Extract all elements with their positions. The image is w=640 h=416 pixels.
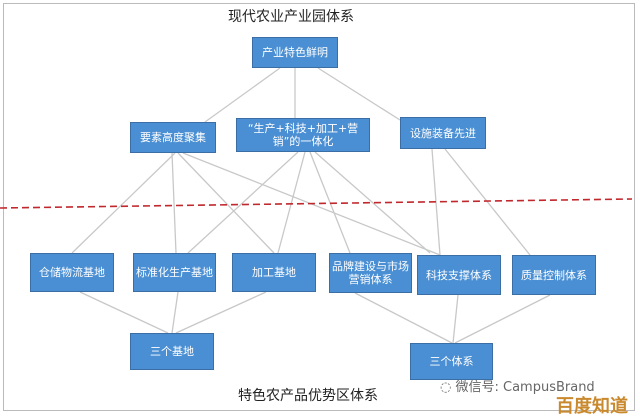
top-title: 现代农业产业园体系 <box>228 9 354 25</box>
node-g2: 三个体系 <box>410 343 493 380</box>
edge <box>187 151 299 254</box>
edge <box>79 291 169 334</box>
edge <box>317 67 401 121</box>
divider-dashed-line <box>0 198 633 209</box>
edge <box>314 151 431 254</box>
node-root: 产业特色鲜明 <box>252 37 338 68</box>
edge <box>354 292 453 344</box>
wechat-watermark: ◌ 微信号: CampusBrand <box>440 376 595 395</box>
node-b1: 仓储物流基地 <box>30 253 114 292</box>
edge <box>277 151 306 254</box>
edge <box>171 291 179 334</box>
edge <box>309 151 351 254</box>
edge <box>204 67 281 123</box>
baidu-watermark: 百度知道 <box>556 396 628 416</box>
edge <box>452 294 459 344</box>
node-b4: 品牌建设与市场营销体系 <box>329 253 412 293</box>
node-b5: 科技支撑体系 <box>417 255 501 295</box>
node-b3: 加工基地 <box>232 253 316 292</box>
edge <box>175 291 267 334</box>
node-b2: 标准化生产基地 <box>133 253 216 292</box>
node-mid-right: 设施装备先进 <box>400 117 486 149</box>
node-mid-center: “生产+科技+加工+营销”的一体化 <box>236 118 370 152</box>
node-g1: 三个基地 <box>130 333 214 370</box>
edge <box>71 152 176 254</box>
wechat-icon: ◌ <box>440 380 456 395</box>
bottom-title: 特色农产品优势区体系 <box>238 388 378 404</box>
edge <box>431 148 441 256</box>
edge <box>171 152 177 254</box>
edge <box>444 148 531 256</box>
node-b6: 质量控制体系 <box>512 255 596 295</box>
edge <box>177 152 275 254</box>
node-mid-left: 要素高度聚集 <box>130 122 216 153</box>
wechat-watermark-text: 微信号: CampusBrand <box>455 380 595 395</box>
edge <box>454 294 551 344</box>
frame <box>3 3 635 411</box>
